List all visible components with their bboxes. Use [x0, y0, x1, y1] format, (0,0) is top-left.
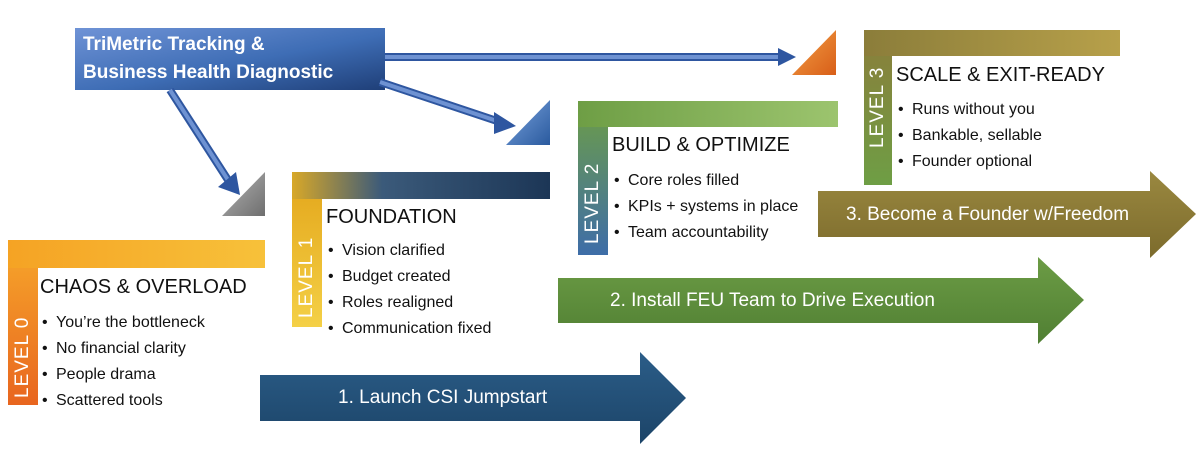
level2-horizontal-bar: [578, 101, 838, 127]
step-2-label: 2. Install FEU Team to Drive Execution: [610, 290, 935, 311]
level3-bullet-list: Runs without you Bankable, sellable Foun…: [898, 97, 1042, 175]
level1-bullet: Vision clarified: [328, 238, 491, 264]
source-box: [75, 28, 385, 90]
level0-title: CHAOS & OVERLOAD: [40, 276, 247, 298]
level0-bullet: Scattered tools: [42, 388, 205, 414]
level2-bullet-list: Core roles filled KPIs + systems in plac…: [614, 168, 798, 246]
connector-arrow-to-level0: [166, 87, 240, 195]
level0-bullet: You’re the bottleneck: [42, 310, 205, 336]
step-arrow-2: [558, 257, 1084, 344]
level1-badge: LEVEL 1: [296, 236, 317, 318]
source-title-line2: Business Health Diagnostic: [83, 62, 334, 83]
level3-bullet: Bankable, sellable: [898, 123, 1042, 149]
level3-bullet: Founder optional: [898, 149, 1042, 175]
level2-bullet: Team accountability: [614, 220, 798, 246]
connector-arrow-to-level1: [378, 78, 516, 134]
level1-bullet: Roles realigned: [328, 290, 491, 316]
level0-badge: LEVEL 0: [12, 316, 33, 398]
level1-horizontal-bar: [292, 172, 550, 199]
level1-bullet-list: Vision clarified Budget created Roles re…: [328, 238, 491, 342]
level2-title: BUILD & OPTIMIZE: [612, 134, 790, 156]
level3-badge: LEVEL 3: [867, 66, 888, 148]
level2-bullet: Core roles filled: [614, 168, 798, 194]
level2-bullet: KPIs + systems in place: [614, 194, 798, 220]
level1-bullet: Communication fixed: [328, 316, 491, 342]
step-arrow-1: [260, 352, 686, 444]
level3-corner-marker: [792, 30, 836, 75]
connector-arrow-to-level3: [385, 48, 796, 66]
level1-corner-marker: [506, 100, 550, 145]
level0-horizontal-bar: [8, 240, 265, 268]
step-3-label: 3. Become a Founder w/Freedom: [846, 204, 1130, 225]
level3-horizontal-bar: [864, 30, 1120, 56]
source-title-line1: TriMetric Tracking &: [83, 34, 265, 55]
level1-bullet: Budget created: [328, 264, 491, 290]
step-1-label: 1. Launch CSI Jumpstart: [338, 387, 548, 408]
level0-bullet: No financial clarity: [42, 336, 205, 362]
source-title: TriMetric Tracking & Business Health Dia…: [75, 28, 385, 90]
level3-bullet: Runs without you: [898, 97, 1042, 123]
level3-title: SCALE & EXIT-READY: [896, 64, 1105, 86]
level1-title: FOUNDATION: [326, 206, 457, 228]
level0-bullet: People drama: [42, 362, 205, 388]
level0-bullet-list: You’re the bottleneck No financial clari…: [42, 310, 205, 414]
level0-corner-marker: [222, 172, 265, 216]
step-arrow-3: [818, 171, 1196, 258]
level2-badge: LEVEL 2: [582, 162, 603, 244]
